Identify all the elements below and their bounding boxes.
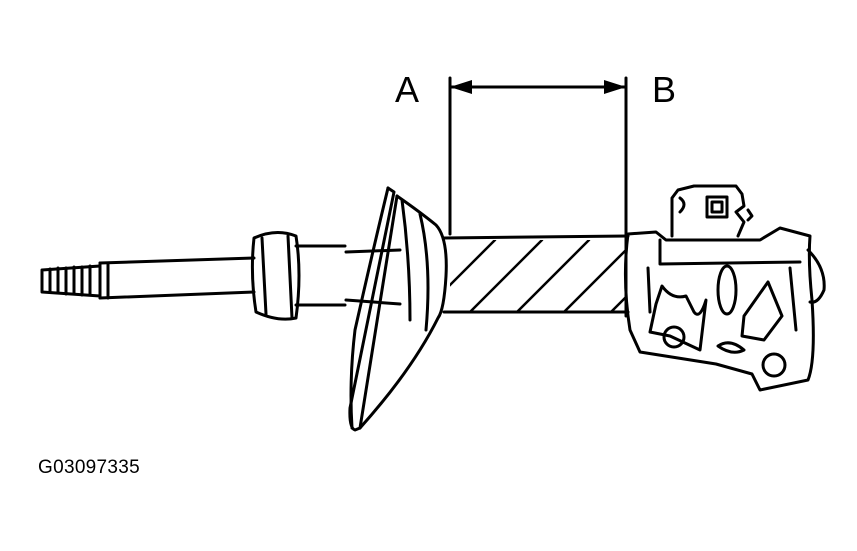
knuckle-bracket xyxy=(623,184,826,392)
threaded-stud xyxy=(40,261,110,300)
boot-collar xyxy=(250,231,347,321)
dimension-lines xyxy=(448,76,628,236)
spring-seat xyxy=(344,186,448,432)
arrowhead-left xyxy=(450,80,472,94)
arrowhead-right xyxy=(604,80,626,94)
strut-tube xyxy=(442,234,630,314)
figure-id: G03097335 xyxy=(38,457,141,478)
piston-rod xyxy=(98,256,256,300)
dimension-label-b: B xyxy=(652,69,677,110)
dimension-label-a: A xyxy=(395,69,420,110)
